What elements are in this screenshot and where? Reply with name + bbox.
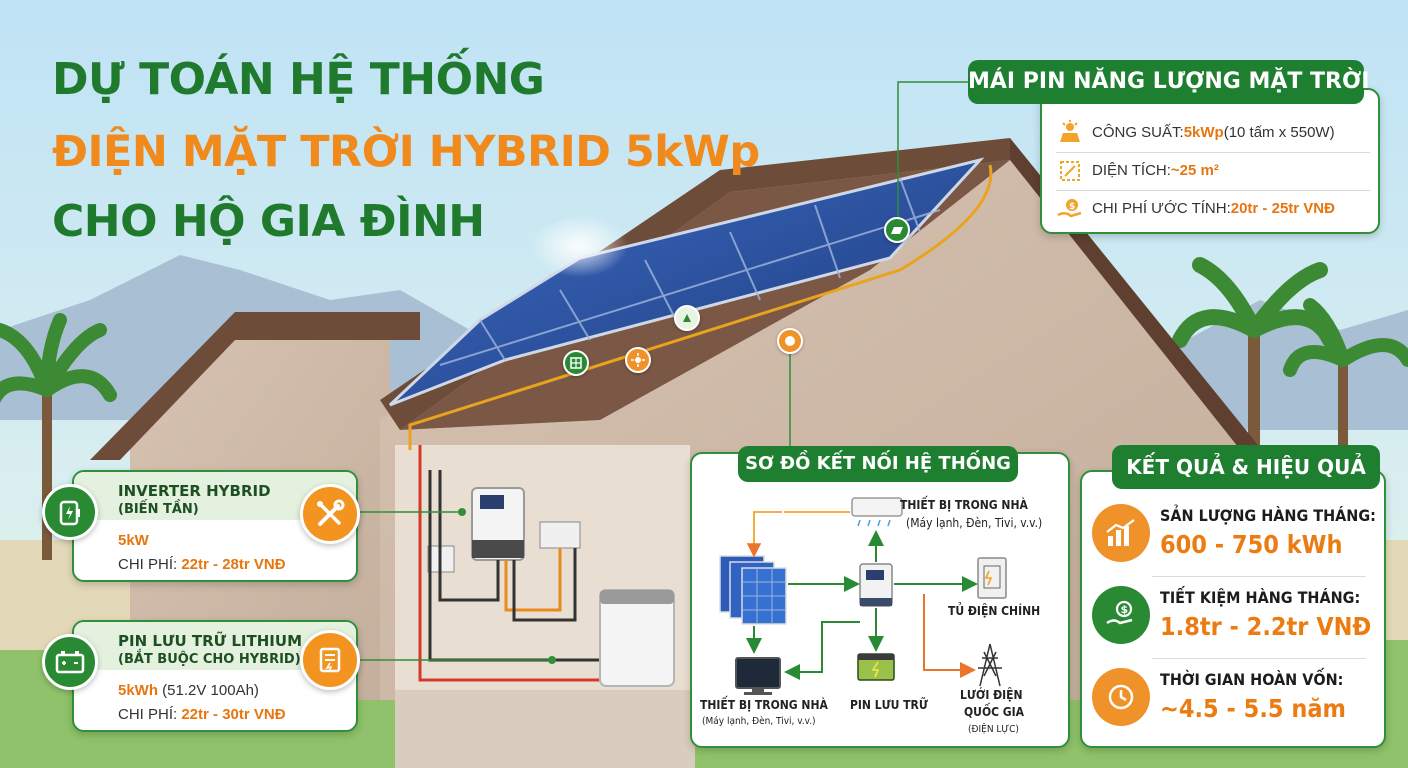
diagram-label-bottom-device: THIẾT BỊ TRONG NHÀ xyxy=(700,698,828,712)
inverter-subtitle: (BIẾN TẦN) xyxy=(118,502,199,517)
inverter-badge xyxy=(42,484,98,540)
system-diagram-card: THIẾT BỊ TRONG NHÀ (Máy lạnh, Đèn, Tivi,… xyxy=(690,452,1070,748)
diagram-label-grid-1: LƯỚI ĐIỆN xyxy=(960,688,1023,702)
wrench-screwdriver-icon xyxy=(317,499,345,526)
diagram-label-top-device-sub: (Máy lạnh, Đèn, Tivi, v.v.) xyxy=(906,516,1043,530)
diagram-label-grid-2: QUỐC GIA xyxy=(964,705,1025,719)
title-line-1: DỰ TOÁN HỆ THỐNG xyxy=(52,54,545,105)
battery-cabinet-icon xyxy=(319,647,341,673)
roof-marker-sun xyxy=(625,347,651,373)
inverter-tools-badge xyxy=(300,484,360,544)
title-line-2: ĐIỆN MẶT TRỜI HYBRID 5kWp xyxy=(52,127,760,177)
svg-text:$: $ xyxy=(1069,202,1075,212)
result-separator xyxy=(1152,658,1366,659)
roof-row-cost: $ CHI PHÍ ƯỚC TÍNH: 20tr - 25tr VNĐ xyxy=(1056,190,1370,226)
battery-charge-icon xyxy=(59,500,80,526)
bar-chart-icon xyxy=(1092,504,1150,562)
clock-icon xyxy=(1092,668,1150,726)
diagram-tv xyxy=(735,657,781,695)
result-separator xyxy=(1152,576,1366,577)
roof-marker-cost xyxy=(777,328,803,354)
diagram-label-main-panel: TỦ ĐIỆN CHÍNH xyxy=(948,604,1041,618)
car-battery-icon xyxy=(55,651,85,674)
diagram-heading: SƠ ĐỒ KẾT NỐI HỆ THỐNG xyxy=(738,446,1018,482)
result-row-payback: THỜI GIAN HOÀN VỐN: ~4.5 - 5.5 năm xyxy=(1092,660,1376,742)
result-row-production: SẢN LƯỢNG HÀNG THÁNG: 600 - 750 kWh xyxy=(1092,496,1376,578)
diagram-grid-tower xyxy=(978,643,1002,687)
cleaning-icon xyxy=(683,314,691,322)
battery-title: PIN LƯU TRỮ LITHIUM xyxy=(118,632,302,650)
inverter-title: INVERTER HYBRID xyxy=(118,482,271,500)
inverter-power: 5kW xyxy=(118,532,149,549)
sun-icon xyxy=(631,353,645,367)
money-hand-icon: $ xyxy=(1092,586,1150,644)
roof-info-card: CÔNG SUẤT: 5kWp (10 tấm x 550W) DIỆN TÍC… xyxy=(1040,88,1380,234)
battery-badge xyxy=(42,634,98,690)
battery-cabinet-badge xyxy=(300,630,360,690)
title-line-3: CHO HỘ GIA ĐÌNH xyxy=(52,196,485,247)
solar-panel-icon xyxy=(891,227,903,234)
system-diagram-svg xyxy=(719,497,1007,695)
battery-subtitle: (BẮT BUỘC CHO HYBRID) xyxy=(118,652,301,667)
inverter-cost: CHI PHÍ: 22tr - 28tr VNĐ xyxy=(118,556,286,573)
cost-icon: $ xyxy=(1056,195,1084,223)
roof-row-power: CÔNG SUẤT: 5kWp (10 tấm x 550W) xyxy=(1056,114,1370,150)
battery-capacity: 5kWh (51.2V 100Ah) xyxy=(118,682,259,699)
roof-card-heading: MÁI PIN NĂNG LƯỢNG MẶT TRỜI xyxy=(968,60,1369,104)
diagram-label-grid-sub: (ĐIỆN LỰC) xyxy=(968,724,1019,735)
diagram-battery xyxy=(857,653,895,681)
coin-icon xyxy=(785,336,795,346)
diagram-inverter xyxy=(859,563,893,607)
roof-marker-power xyxy=(884,217,910,243)
results-card: SẢN LƯỢNG HÀNG THÁNG: 600 - 750 kWh $ TI… xyxy=(1080,470,1386,748)
diagram-label-battery: PIN LƯU TRỮ xyxy=(850,698,928,712)
result-row-savings: $ TIẾT KIỆM HÀNG THÁNG: 1.8tr - 2.2tr VN… xyxy=(1092,578,1376,660)
diagram-label-top-device: THIẾT BỊ TRONG NHÀ xyxy=(900,498,1028,512)
inverter-card: INVERTER HYBRID (BIẾN TẦN) 5kW CHI PHÍ: … xyxy=(72,470,358,582)
diagram-solar-panels xyxy=(719,555,787,625)
solar-panel-icon xyxy=(1056,118,1084,146)
roof-marker-panel xyxy=(563,350,589,376)
diagram-air-conditioner xyxy=(851,497,903,527)
diagram-label-bottom-device-sub: (Máy lạnh, Đèn, Tivi, v.v.) xyxy=(702,716,816,727)
svg-text:$: $ xyxy=(1121,603,1129,616)
panel-grid-icon xyxy=(570,357,582,369)
results-heading: KẾT QUẢ & HIỆU QUẢ xyxy=(1112,445,1380,489)
diagram-main-panel xyxy=(977,557,1007,599)
roof-marker-clean xyxy=(674,305,700,331)
roof-row-area: DIỆN TÍCH: ~25 m² xyxy=(1056,152,1370,188)
area-icon xyxy=(1056,157,1084,185)
battery-cost: CHI PHÍ: 22tr - 30tr VNĐ xyxy=(118,706,286,723)
